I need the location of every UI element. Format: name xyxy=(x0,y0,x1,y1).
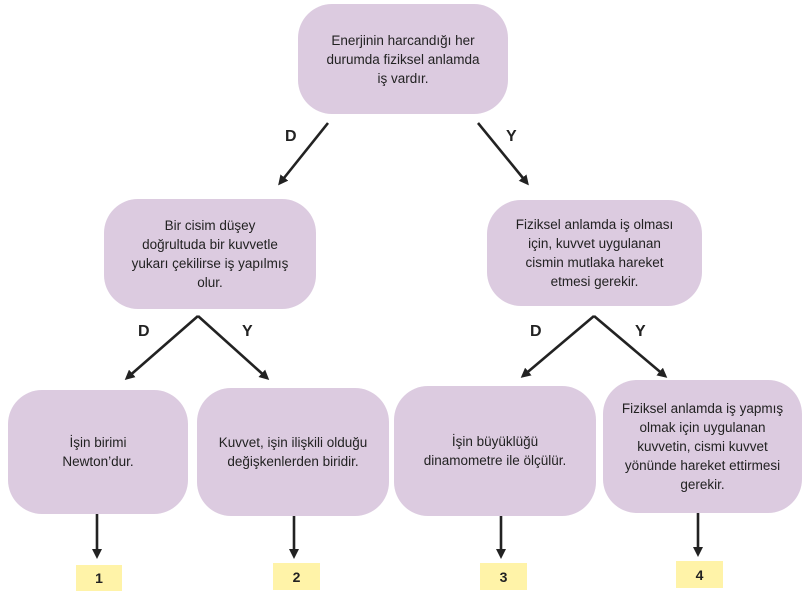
branch-label-left-d: D xyxy=(138,323,150,340)
output-box-4: 4 xyxy=(676,561,723,588)
branch-label-left-y: Y xyxy=(242,323,253,340)
leaf-node-2: Kuvvet, işin ilişkili olduğu değişkenler… xyxy=(197,388,389,516)
branch-label-root-y: Y xyxy=(506,128,517,145)
output-box-3: 3 xyxy=(480,563,527,590)
leaf-node-3: İşin büyüklüğü dinamometre ile ölçülür. xyxy=(394,386,596,516)
branch-label-right-d: D xyxy=(530,323,542,340)
output-box-1: 1 xyxy=(76,565,122,591)
branch-label-root-d: D xyxy=(285,128,297,145)
branch-label-right-y: Y xyxy=(635,323,646,340)
arrow-left-leaf1 xyxy=(124,315,199,380)
root-node: Enerjinin harcandığı her durumda fizikse… xyxy=(298,4,508,114)
arrow-root-left xyxy=(278,122,330,186)
arrow-right-leaf3 xyxy=(520,315,595,378)
output-box-2: 2 xyxy=(273,563,320,590)
arrow-left-leaf2 xyxy=(197,315,270,381)
right-node: Fiziksel anlamda iş olması için, kuvvet … xyxy=(487,200,702,306)
leaf-node-1: İşin birimi Newton’dur. xyxy=(8,390,188,514)
left-node: Bir cisim düşey doğrultuda bir kuvvetle … xyxy=(104,199,316,309)
arrow-right-leaf4 xyxy=(593,315,668,378)
arrow-root-right xyxy=(476,122,529,186)
leaf-node-4: Fiziksel anlamda iş yapmış olmak için uy… xyxy=(603,380,802,513)
